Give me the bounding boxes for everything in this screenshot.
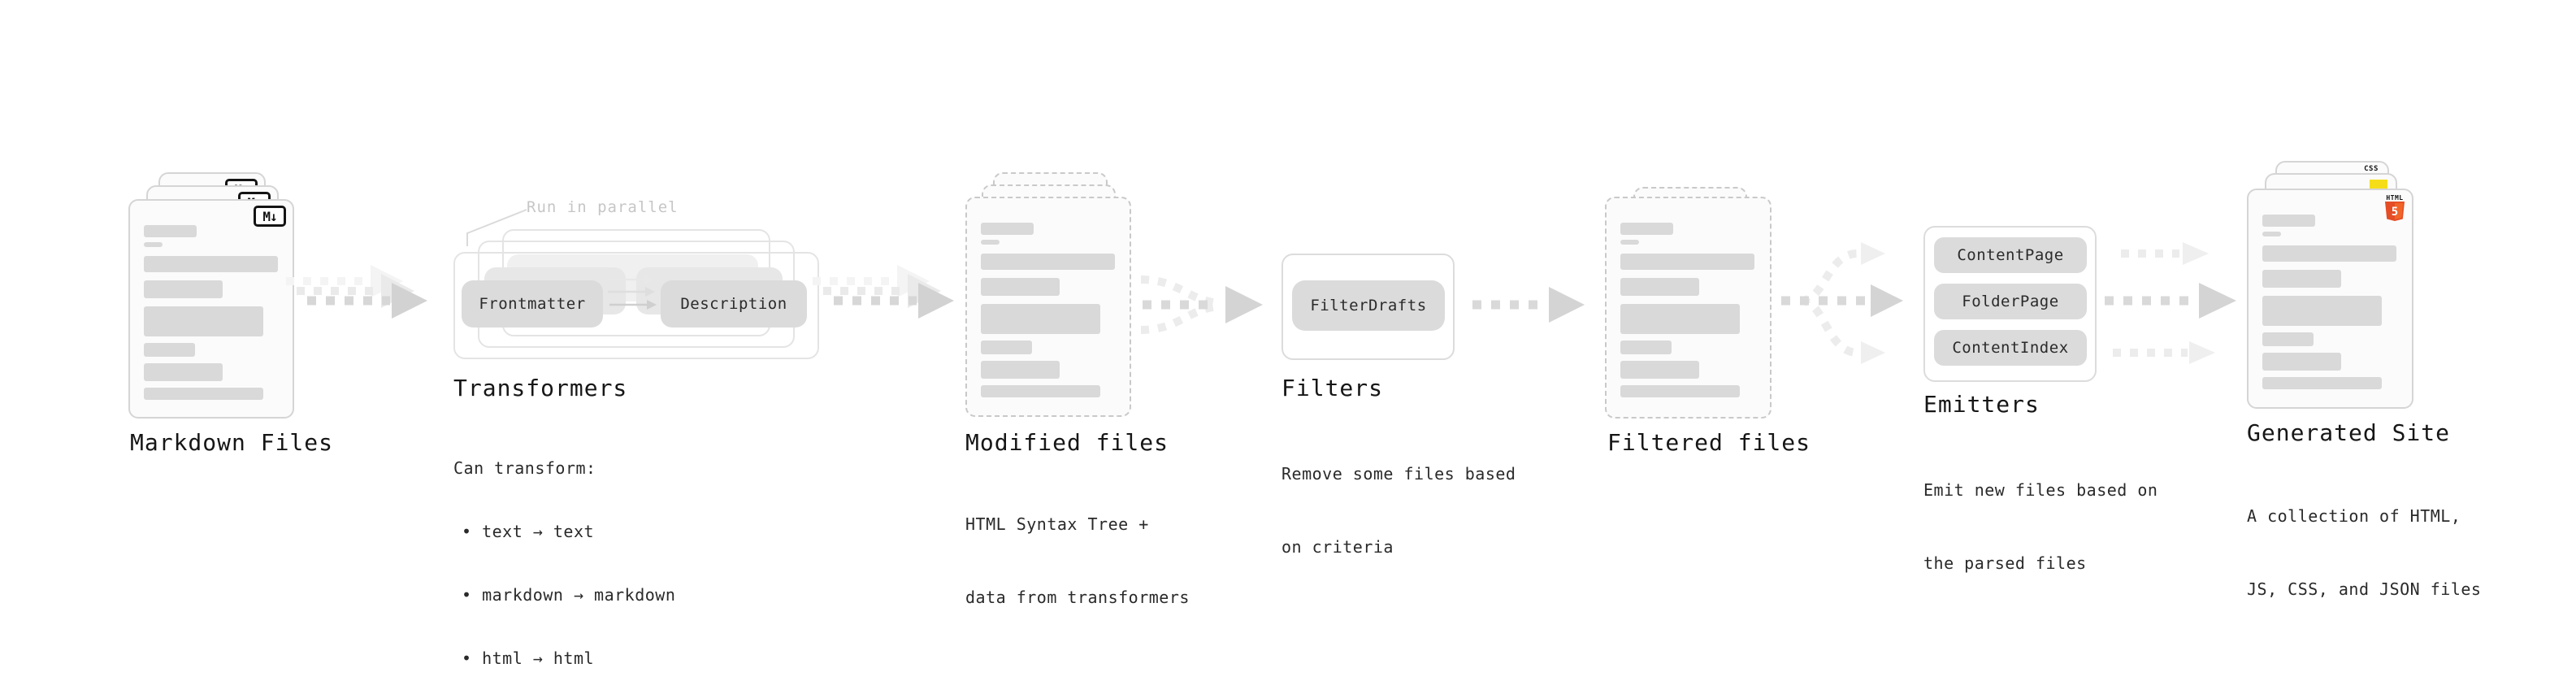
contentindex-pill: ContentIndex (1934, 330, 2087, 366)
run-in-parallel-note: Run in parallel (527, 198, 679, 216)
document-skeleton-lines (1607, 198, 1770, 417)
modified-files-description: HTML Syntax Tree + data from transformer… (965, 514, 1190, 607)
dashed-arrow-stack-icon (813, 265, 954, 319)
pill-flow-arrows-icon (606, 275, 657, 310)
note-bracket-line (466, 209, 527, 246)
transformers-label: Transformers (453, 375, 628, 401)
transformer-container-front (453, 252, 819, 359)
html5-icon: HTML 5 (2384, 194, 2405, 221)
generated-site-description: A collection of HTML, JS, CSS, and JSON … (2247, 506, 2482, 599)
diverging-dashed-arrow-icon (1781, 242, 1903, 364)
document-skeleton-lines (130, 201, 293, 417)
markdown-files-label: Markdown Files (130, 429, 334, 456)
generated-html-card: HTML 5 (2247, 189, 2413, 409)
dashed-arrow-stack-icon (286, 265, 427, 319)
markdown-icon: M↓ (254, 206, 286, 227)
frontmatter-pill: Frontmatter (462, 280, 603, 327)
filtered-files-label: Filtered files (1607, 429, 1811, 456)
javascript-icon (2370, 180, 2387, 190)
transformers-desc-title: Can transform: (453, 458, 596, 478)
document-skeleton-lines (2249, 190, 2412, 407)
modified-files-label: Modified files (965, 429, 1169, 456)
description-pill: Description (661, 280, 807, 327)
transformers-bullet: • markdown → markdown (462, 585, 676, 605)
generated-site-label: Generated Site (2247, 419, 2451, 446)
transformers-bullet: • text → text (462, 522, 595, 541)
filterdrafts-pill: FilterDrafts (1292, 280, 1445, 331)
filters-description: Remove some files based on criteria (1281, 464, 1516, 557)
document-skeleton-lines (967, 198, 1130, 415)
markdown-file-card-front: M↓ (128, 199, 294, 419)
emitters-label: Emitters (1923, 391, 2040, 418)
parallel-dashed-arrows-icon (2105, 242, 2236, 364)
modified-file-card-front (965, 197, 1131, 417)
transformers-description: Can transform: • text → text • markdown … (453, 415, 675, 681)
emitters-description: Emit new files based on the parsed files (1923, 480, 2158, 573)
converging-dashed-arrow-icon (1140, 275, 1263, 334)
svg-text:5: 5 (2392, 206, 2398, 219)
transformers-bullet: • html → html (462, 648, 595, 668)
contentpage-pill: ContentPage (1934, 237, 2087, 273)
filters-label: Filters (1281, 375, 1384, 401)
folderpage-pill: FolderPage (1934, 284, 2087, 319)
filtered-file-card-front (1605, 197, 1772, 419)
dashed-arrow-icon (1472, 287, 1585, 323)
